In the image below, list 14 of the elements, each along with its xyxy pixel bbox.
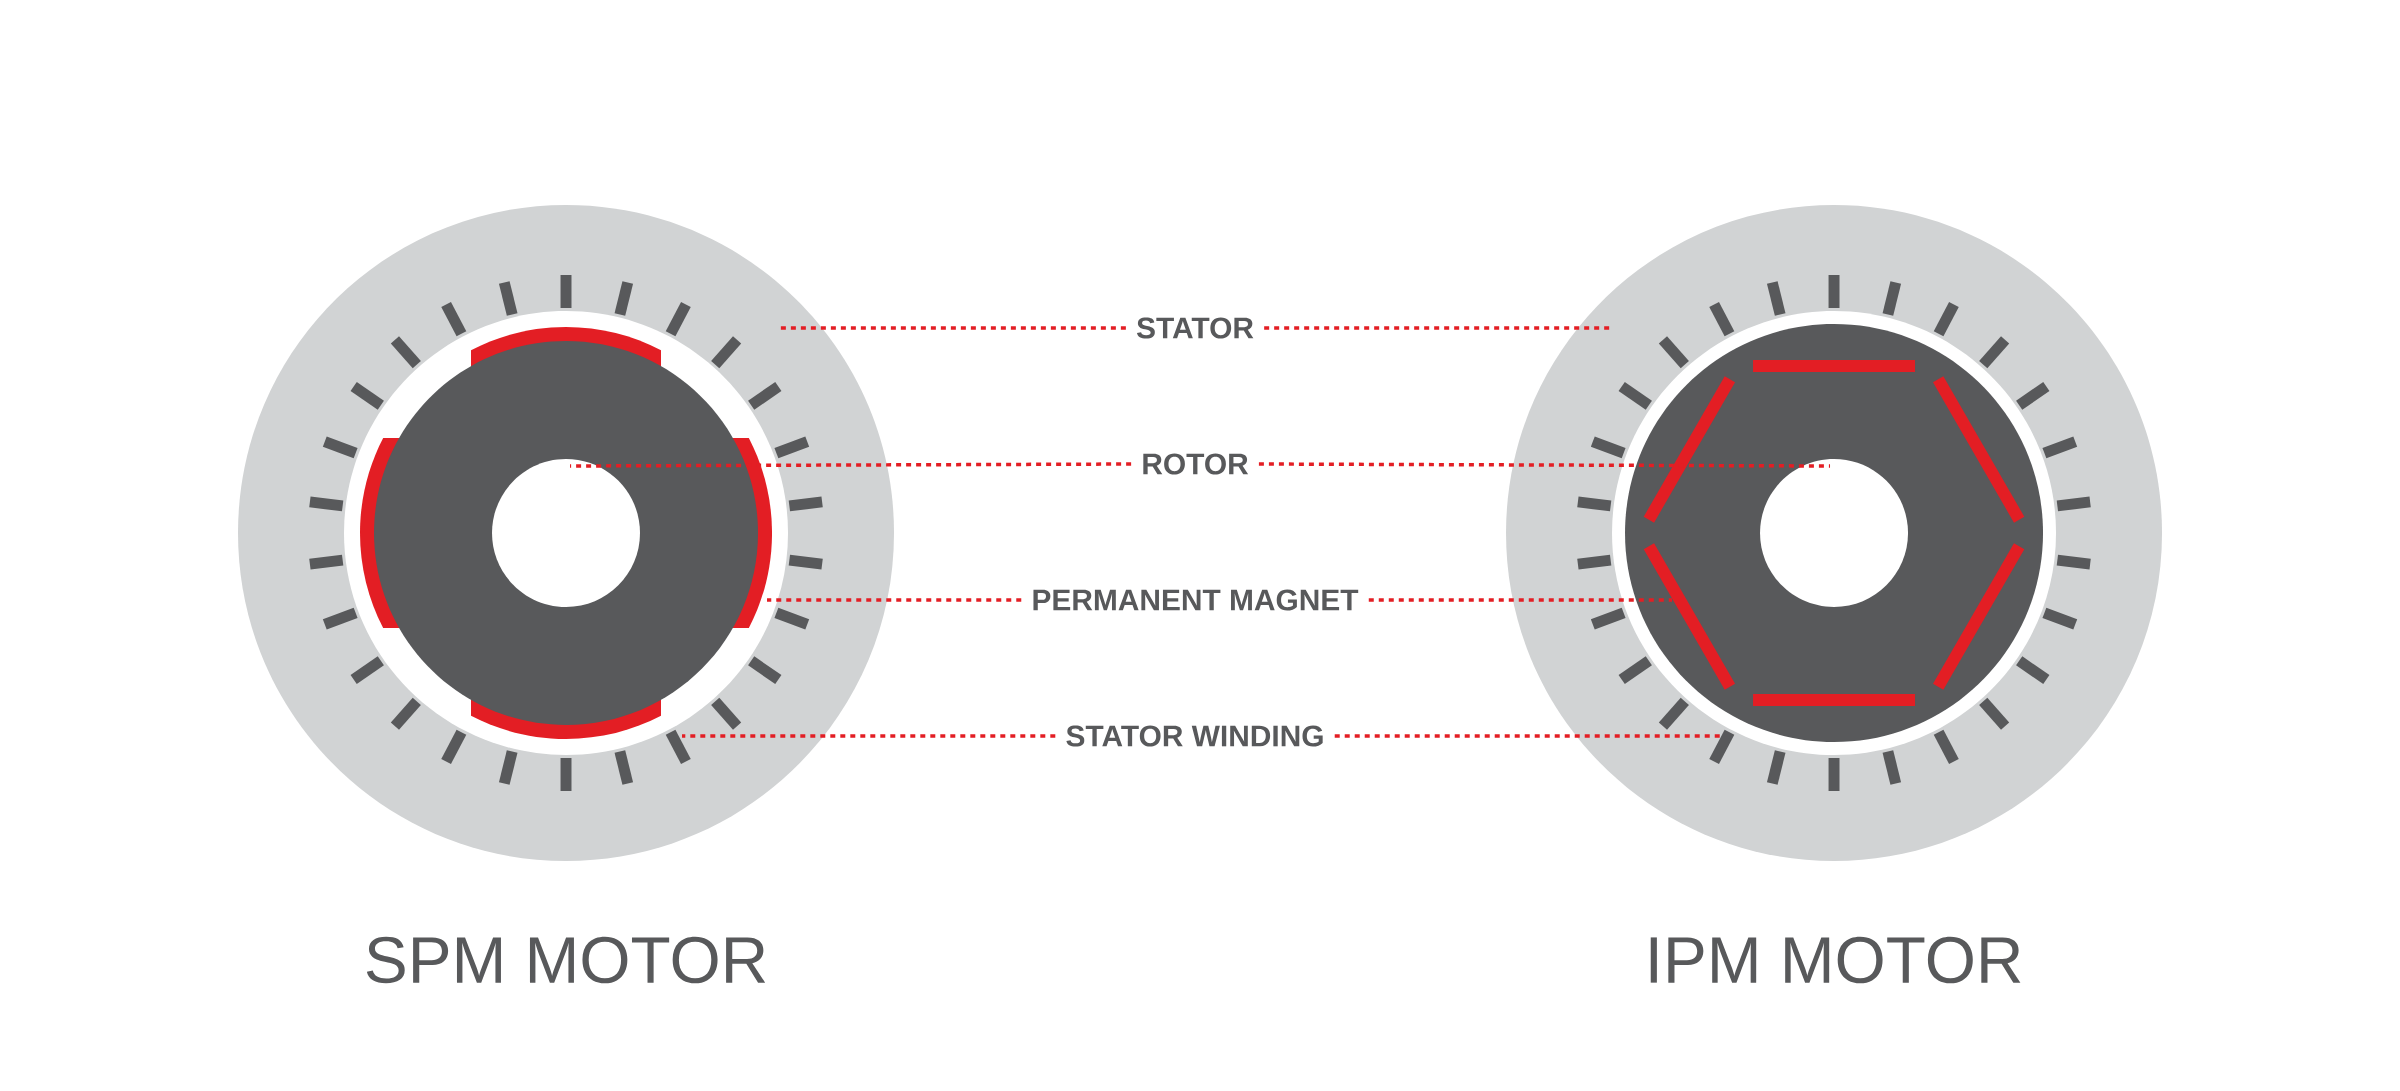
leader-line bbox=[1368, 598, 1672, 602]
label-text: PERMANENT MAGNET bbox=[1033, 589, 1359, 611]
leader-line bbox=[682, 734, 1056, 738]
motor-title: SPM MOTOR bbox=[366, 936, 766, 984]
label-text: STATOR bbox=[1136, 317, 1254, 339]
motor-title: IPM MOTOR bbox=[1650, 936, 2021, 984]
label-text: STATOR WINDING bbox=[1066, 725, 1323, 747]
label-text: ROTOR bbox=[1143, 453, 1249, 475]
leader-line bbox=[1334, 734, 1721, 738]
leader-line bbox=[778, 326, 1126, 330]
leader-line bbox=[570, 462, 1132, 468]
leader-line bbox=[1264, 326, 1611, 330]
leader-line bbox=[1258, 462, 1831, 468]
leader-line bbox=[767, 598, 1022, 602]
